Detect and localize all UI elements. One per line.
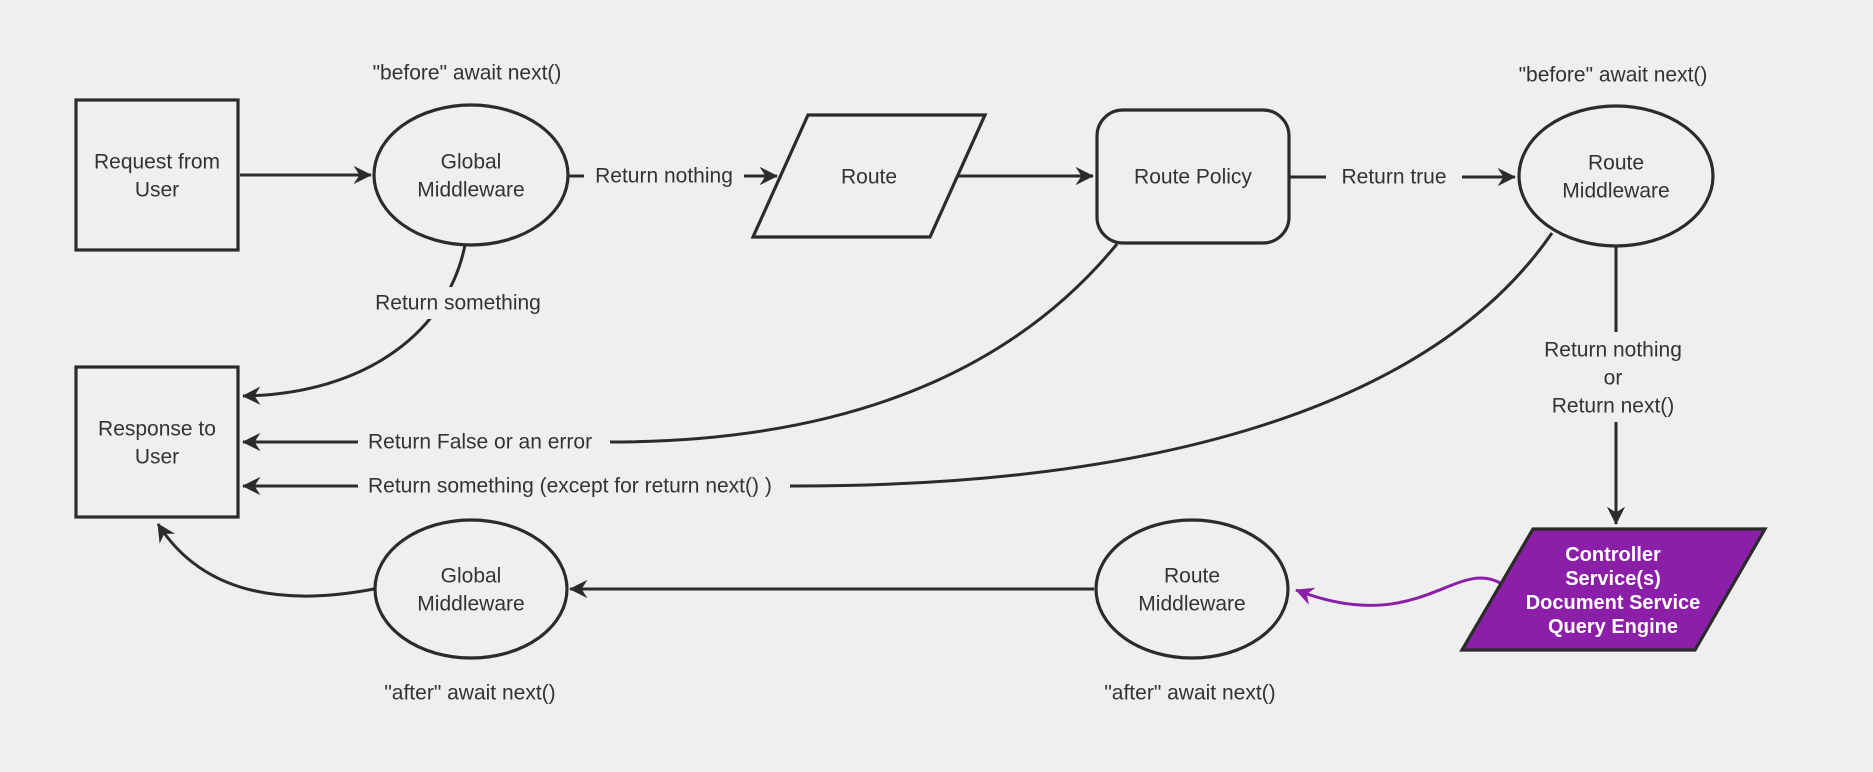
response-rect <box>74 365 240 519</box>
node-response-to-user: Response to User <box>74 365 240 519</box>
route-parallelogram <box>750 113 988 239</box>
edge-label: Return next() <box>1552 395 1675 418</box>
node-label: Route Policy <box>1134 166 1252 189</box>
node-request-from-user: Request from User <box>74 98 240 252</box>
edge-label: or <box>1604 367 1623 390</box>
node-label: Global <box>441 565 502 588</box>
node-label: Request from <box>94 151 220 174</box>
edge-label: Return nothing <box>595 165 733 188</box>
node-label: Query Engine <box>1548 616 1678 638</box>
route-middleware-ellipse <box>1517 104 1715 248</box>
annotation-after-await-right: "after" await next() <box>1104 682 1275 705</box>
node-label: User <box>135 446 179 469</box>
node-label: Middleware <box>417 593 524 616</box>
edge-global-middleware-bottom-to-response <box>156 523 375 598</box>
route-policy-rect <box>1095 108 1291 245</box>
node-route-middleware-top: Route Middleware <box>1517 104 1715 248</box>
edge-controller-to-route-middleware-bottom <box>1295 576 1503 607</box>
node-label: Service(s) <box>1565 568 1661 590</box>
node-label: Route <box>1588 152 1644 175</box>
node-global-middleware-bottom: Global Middleware <box>373 518 569 660</box>
route-middleware-ellipse <box>1094 518 1290 660</box>
node-label: Middleware <box>417 179 524 202</box>
annotation-before-await-right: "before" await next() <box>1519 64 1708 87</box>
node-label: Middleware <box>1138 593 1245 616</box>
global-middleware-ellipse <box>372 103 570 247</box>
global-middleware-ellipse <box>373 518 569 660</box>
edge-route-policy-to-response <box>242 243 1119 452</box>
node-label: User <box>135 179 179 202</box>
edge-label-bg <box>584 160 744 192</box>
edge-label-bg <box>358 426 610 458</box>
node-global-middleware-top: Global Middleware <box>372 103 570 247</box>
edge-route-middleware-to-response <box>242 232 1554 496</box>
edge-label-bg <box>358 470 790 502</box>
node-label: Route <box>1164 565 1220 588</box>
node-controller-services: Controller Service(s) Document Service Q… <box>1459 527 1768 652</box>
node-label: Response to <box>98 418 216 441</box>
request-rect <box>74 98 240 252</box>
node-label: Route <box>841 166 897 189</box>
node-label: Middleware <box>1562 180 1669 203</box>
edge-label-bg <box>376 287 540 319</box>
edge-label-bg <box>1528 332 1698 422</box>
edge-label: Return something <box>375 292 541 315</box>
edge-label: Return False or an error <box>368 431 592 454</box>
edge-label-return-something: Return something <box>375 287 541 319</box>
annotation-before-await-left: "before" await next() <box>373 62 562 85</box>
edge-label-return-something-except: Return something (except for return next… <box>358 470 790 502</box>
edge-label: Return true <box>1341 166 1446 189</box>
edge-label: Return nothing <box>1544 339 1682 362</box>
node-label: Document Service <box>1526 592 1701 614</box>
controller-parallelogram <box>1459 527 1768 652</box>
edge-label-return-true: Return true <box>1326 161 1462 193</box>
node-route-middleware-bottom: Route Middleware <box>1094 518 1290 660</box>
node-label: Controller <box>1565 544 1661 566</box>
edge-label: Return something (except for return next… <box>368 475 772 498</box>
edge-label-bg <box>1326 161 1462 193</box>
node-route: Route <box>750 113 988 239</box>
node-label: Global <box>441 151 502 174</box>
node-route-policy: Route Policy <box>1095 108 1291 245</box>
annotation-after-await-left: "after" await next() <box>384 682 555 705</box>
edge-label-return-false-or-error: Return False or an error <box>358 426 610 458</box>
edge-label-return-nothing: Return nothing <box>584 160 744 192</box>
edge-label-return-nothing-or-next: Return nothing or Return next() <box>1528 332 1698 422</box>
edge-return-something-to-response <box>242 244 467 405</box>
